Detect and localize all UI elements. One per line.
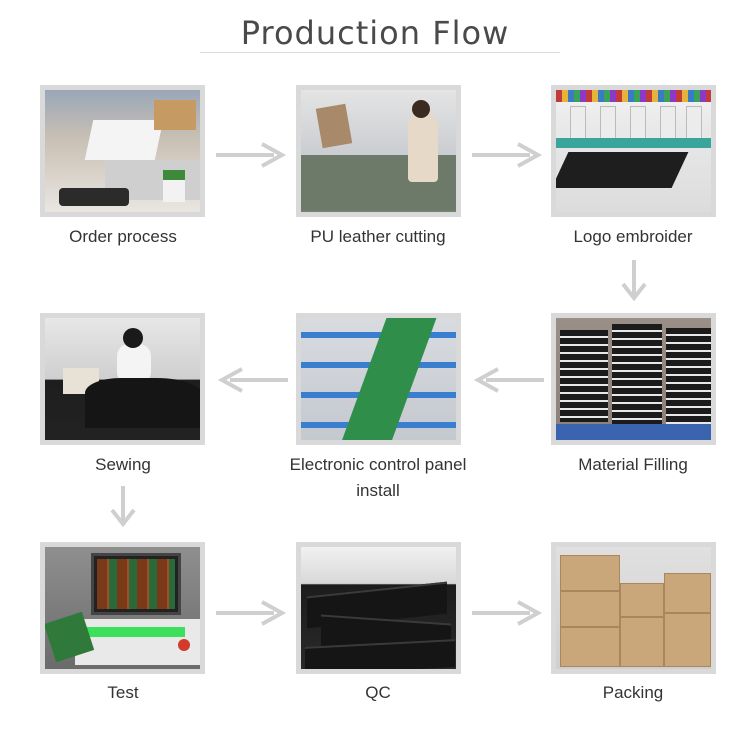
step-label-logo-embroider: Logo embroider — [573, 227, 693, 246]
step-label-sewing: Sewing — [95, 455, 151, 474]
step-electronic-control-panel-install — [296, 313, 461, 445]
step-label-test: Test — [107, 683, 139, 702]
logo-embroider-photo — [556, 90, 711, 212]
step-qc — [296, 542, 461, 674]
sewing-photo — [45, 318, 200, 440]
pu-leather-cutting-photo — [301, 90, 456, 212]
arrow-down-icon — [110, 486, 136, 528]
step-label-qc: QC — [365, 683, 391, 702]
step-material-filling — [551, 313, 716, 445]
title-divider — [200, 52, 560, 53]
step-label-packing: Packing — [602, 683, 664, 702]
arrow-right-icon — [472, 142, 543, 168]
step-sewing — [40, 313, 205, 445]
step-pu-leather-cutting — [296, 85, 461, 217]
arrow-right-icon — [216, 600, 287, 626]
step-label-electronic-control-panel-install: Electronic control panel install — [289, 455, 467, 500]
arrow-left-icon — [473, 367, 544, 393]
step-label-order-process: Order process — [69, 227, 177, 246]
test-photo — [45, 547, 200, 669]
arrow-left-icon — [217, 367, 288, 393]
step-label-pu-leather-cutting: PU leather cutting — [310, 227, 446, 246]
arrow-right-icon — [472, 600, 543, 626]
step-test — [40, 542, 205, 674]
arrow-down-icon — [621, 260, 647, 302]
order-process-photo — [45, 90, 200, 212]
electronic-control-panel-photo — [301, 318, 456, 440]
page-title: Production Flow — [240, 14, 510, 52]
step-label-material-filling: Material Filling — [578, 455, 688, 474]
arrow-right-icon — [216, 142, 287, 168]
step-packing — [551, 542, 716, 674]
packing-photo — [556, 547, 711, 669]
step-logo-embroider — [551, 85, 716, 217]
qc-photo — [301, 547, 456, 669]
material-filling-photo — [556, 318, 711, 440]
step-order-process — [40, 85, 205, 217]
